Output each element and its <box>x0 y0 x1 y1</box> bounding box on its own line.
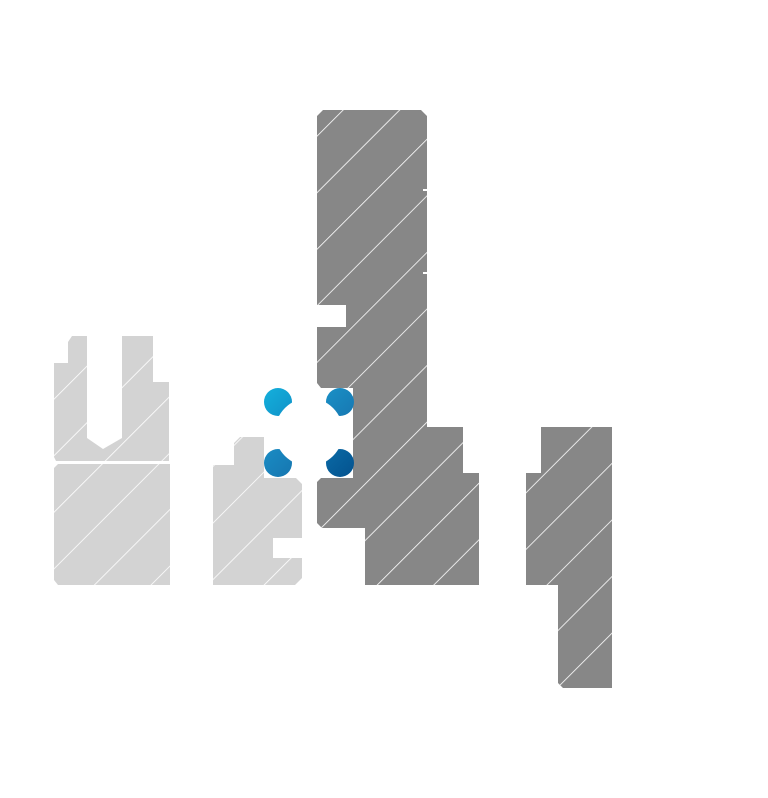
middle-light-part <box>213 437 302 585</box>
bearing-balls <box>264 388 354 477</box>
left-light-part <box>54 336 170 585</box>
center-cutout <box>275 398 343 466</box>
right-dark-part <box>526 427 612 688</box>
main-dark-part <box>317 110 479 585</box>
